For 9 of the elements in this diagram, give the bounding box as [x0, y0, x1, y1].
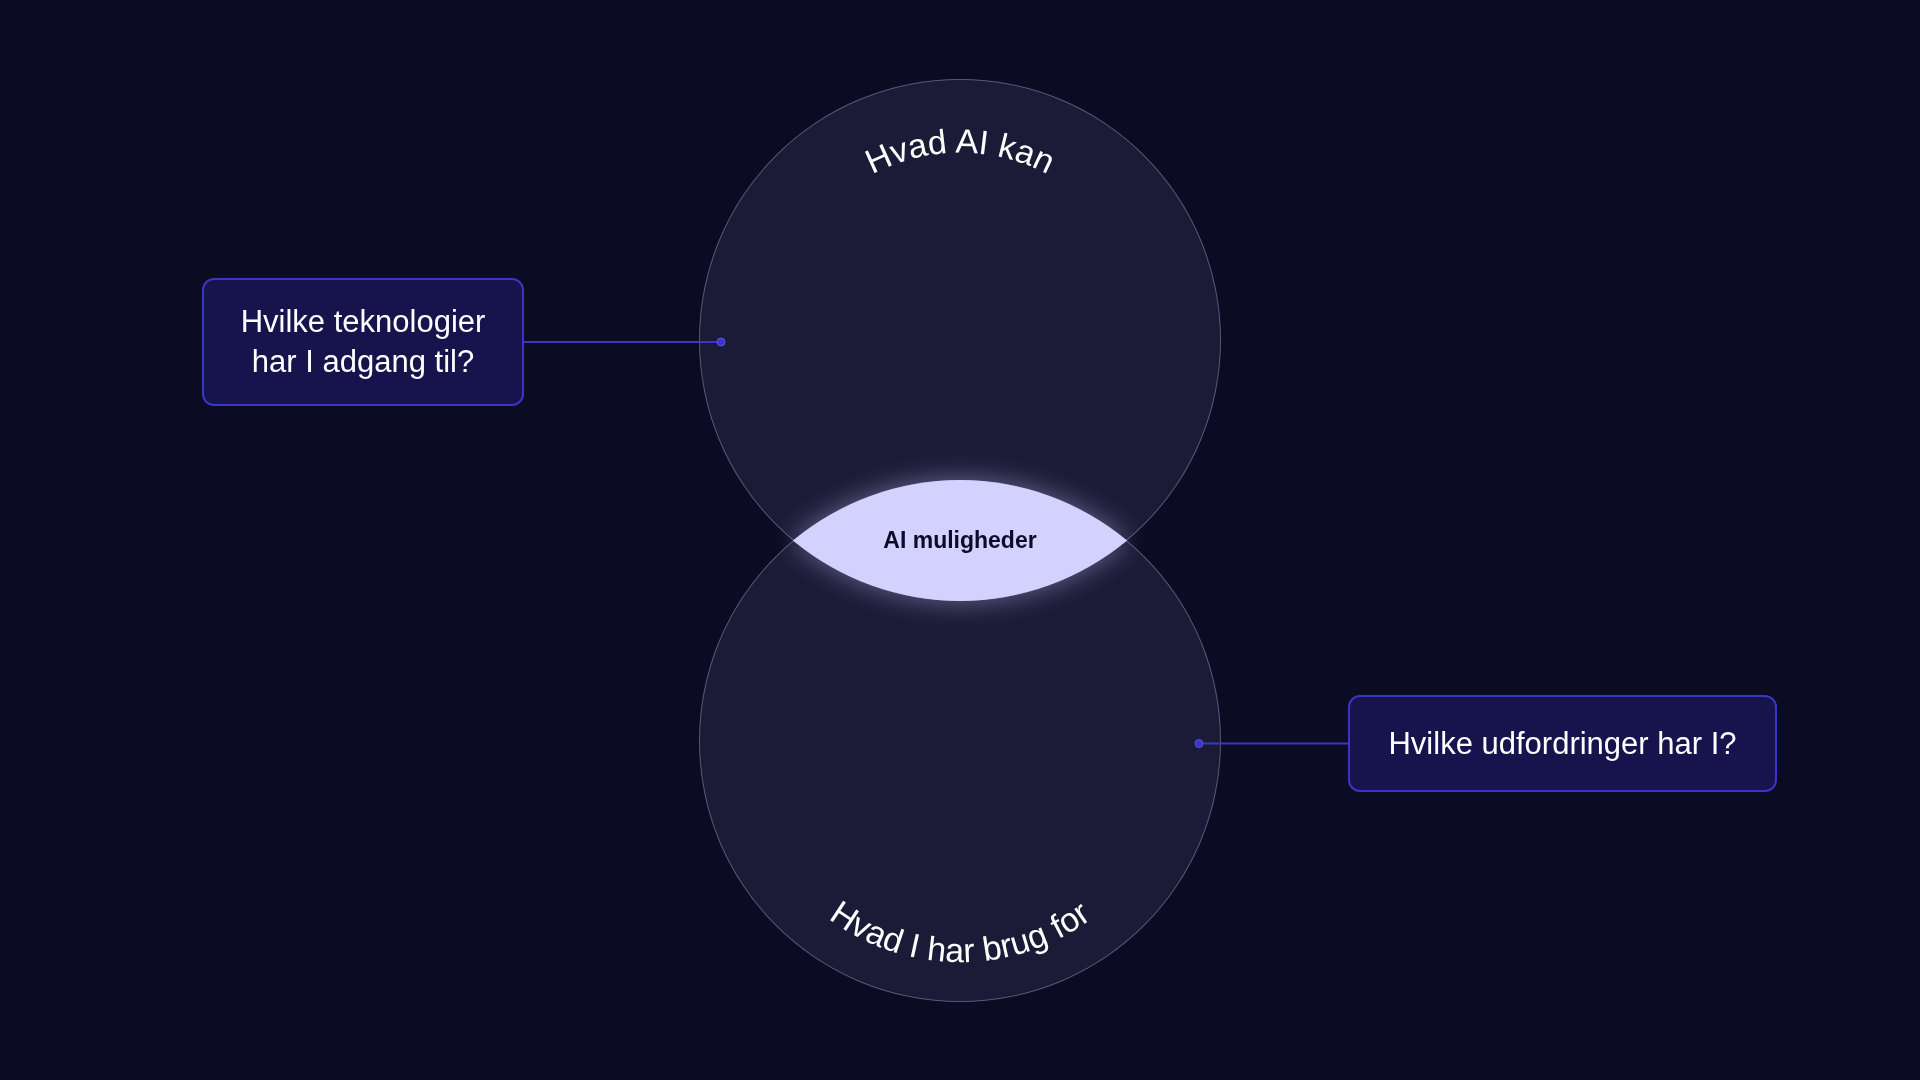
overlap-label: AI muligheder: [883, 527, 1037, 554]
curved-label: Hvad I har brug for: [824, 892, 1096, 970]
question-card: [1348, 695, 1777, 792]
question-text: Hvilke udfordringer har I?: [1388, 724, 1737, 763]
curved-label: Hvad AI kan: [859, 121, 1061, 181]
question-card: [202, 278, 524, 406]
leader-line: [1194, 739, 1349, 748]
leader-line: [523, 337, 726, 347]
question-text: Hvilke teknologier har I adgang til?: [239, 303, 487, 381]
